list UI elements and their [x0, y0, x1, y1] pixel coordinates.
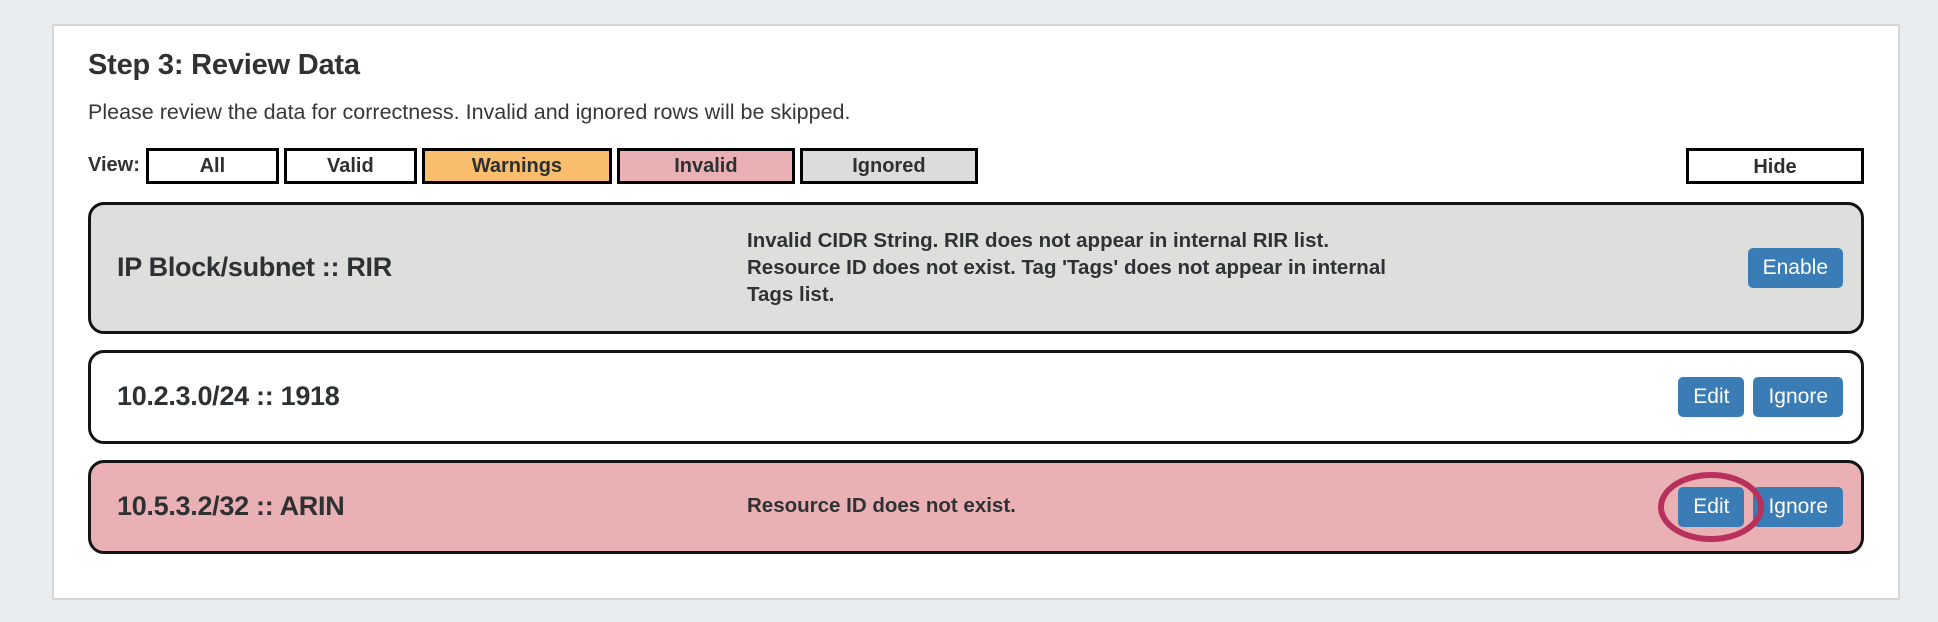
filter-button-warnings[interactable]: Warnings — [421, 147, 612, 184]
filter-button-ignored[interactable]: Ignored — [799, 147, 978, 184]
ignore-button[interactable]: Ignore — [1753, 486, 1843, 527]
filter-button-invalid[interactable]: Invalid — [616, 147, 795, 184]
view-filter-bar: View: All Valid Warnings Invalid Ignored… — [88, 147, 1864, 184]
edit-button[interactable]: Edit — [1678, 486, 1745, 527]
row-actions: Enable — [1747, 247, 1843, 288]
page-title: Step 3: Review Data — [88, 49, 360, 81]
filter-button-all[interactable]: All — [145, 147, 279, 184]
enable-button[interactable]: Enable — [1747, 247, 1843, 288]
table-row[interactable]: 10.5.3.2/32 :: ARIN Resource ID does not… — [88, 459, 1864, 554]
row-title: IP Block/subnet :: RIR — [117, 252, 392, 283]
filter-button-valid[interactable]: Valid — [283, 147, 417, 184]
ignore-button[interactable]: Ignore — [1753, 376, 1843, 417]
view-label: View: — [88, 154, 140, 177]
row-actions: Edit Ignore — [1678, 376, 1843, 417]
row-title: 10.5.3.2/32 :: ARIN — [117, 491, 345, 522]
review-data-card: Step 3: Review Data Please review the da… — [52, 24, 1900, 600]
row-message: Invalid CIDR String. RIR does not appear… — [747, 228, 1386, 307]
row-message: Resource ID does not exist. — [747, 494, 1016, 518]
row-actions: Edit Ignore — [1678, 486, 1843, 527]
data-rows-list: IP Block/subnet :: RIR Invalid CIDR Stri… — [88, 201, 1864, 554]
row-title: 10.2.3.0/24 :: 1918 — [117, 381, 340, 412]
card-content: Step 3: Review Data Please review the da… — [54, 26, 1898, 554]
table-row[interactable]: 10.2.3.0/24 :: 1918 Edit Ignore — [88, 349, 1864, 444]
hide-button[interactable]: Hide — [1686, 147, 1864, 184]
edit-button[interactable]: Edit — [1678, 376, 1745, 417]
page-description: Please review the data for correctness. … — [88, 99, 851, 124]
table-row[interactable]: IP Block/subnet :: RIR Invalid CIDR Stri… — [88, 201, 1864, 334]
